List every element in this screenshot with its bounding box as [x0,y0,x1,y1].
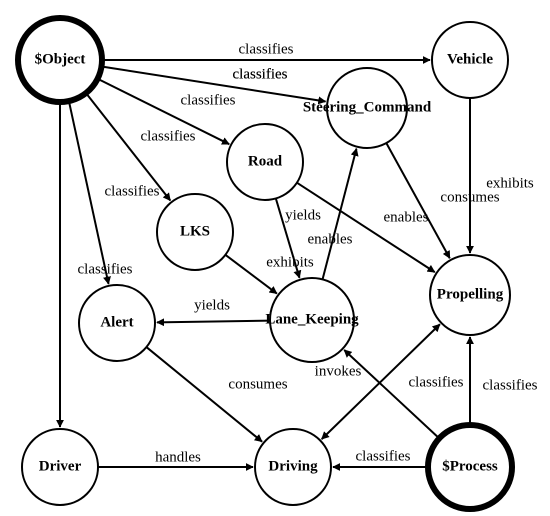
node-label-steering: Steering_Command [303,99,432,115]
edge-label-object-lks: classifies [141,128,196,144]
node-circle-alert [78,284,156,362]
edge-road-to-lane [274,198,302,279]
node-lane: Lane_Keeping [265,277,359,363]
edge-road-to-propelling [296,181,436,273]
node-label-driving: Driving [268,458,318,474]
edge-label-steering-propelling: consumes [440,189,499,205]
edge-lks-to-lane [224,254,278,295]
node-label-alert: Alert [100,314,133,330]
edge-steering-to-propelling [385,142,451,259]
edge-lane-to-alert [156,318,271,327]
node-propelling: Propelling [429,254,511,336]
node-label-object: $Object [35,51,86,67]
edge-lane-to-steering [321,147,359,280]
node-driving: Driving [254,428,332,506]
node-object: $Object [15,15,105,105]
node-circle-lane [269,277,355,363]
node-label-vehicle: Vehicle [447,51,493,67]
edge-label-process-lane: invokes [315,363,362,379]
edge-label-vehicle-propelling: exhibits [486,175,534,191]
edge-label-driver-driving: handles [155,449,201,465]
edge-object-to-steering [101,65,327,105]
edge-object-to-alert [67,100,111,285]
edge-label-object-alert: classifies [105,183,160,199]
edge-label-lks-lane: exhibits [266,254,314,270]
node-lks: LKS [156,193,234,271]
node-label-propelling: Propelling [437,286,504,302]
edge-label-object-vehicle: classifies [239,41,294,57]
edge-label-object-steering: classifies [233,66,288,82]
node-label-driver: Driver [39,458,82,474]
node-label-process: $Process [442,458,498,474]
node-label-lks: LKS [180,223,210,239]
node-alert: Alert [78,284,156,362]
node-circle-lks [156,193,234,271]
edge-object-to-road [97,77,230,146]
edge-label-process-driving: classifies [356,448,411,464]
node-circle-steering [326,67,408,149]
node-circle-driving [254,428,332,506]
node-circle-object [15,15,105,105]
node-circle-process [425,422,515,512]
node-driver: Driver [21,428,99,506]
edge-object-to-lks [85,92,172,202]
edge-driving-to-propelling [320,323,441,440]
node-circle-road [226,123,304,201]
edge-label-driving-propelling: classifies [409,374,464,390]
node-process: $Process [425,422,515,512]
node-label-road: Road [248,153,283,169]
edge-label-lane-steering: enables [308,231,353,247]
node-circle-propelling [429,254,511,336]
edge-label-object-road: classifies [181,92,236,108]
edge-label-process-propelling: classifies [483,377,538,393]
node-label-lane: Lane_Keeping [265,311,359,327]
edge-label-road-propelling: enables [384,209,429,225]
node-road: Road [226,123,304,201]
edge-alert-to-driving [145,346,263,443]
edge-label-object-driver: classifies [78,261,133,277]
node-steering: Steering_Command [303,67,432,149]
node-vehicle: Vehicle [431,21,509,99]
edge-label-alert-driving: consumes [228,376,287,392]
edges-layer [56,56,474,471]
edge-label-road-lane: yields [285,207,321,223]
edge-label-lane-alert: yields [194,297,230,313]
edge-labels-layer: classifies classifies classifies classifies… [78,41,538,465]
node-circle-driver [21,428,99,506]
node-circle-vehicle [431,21,509,99]
edge-label-object-steering: classifies [233,66,288,82]
